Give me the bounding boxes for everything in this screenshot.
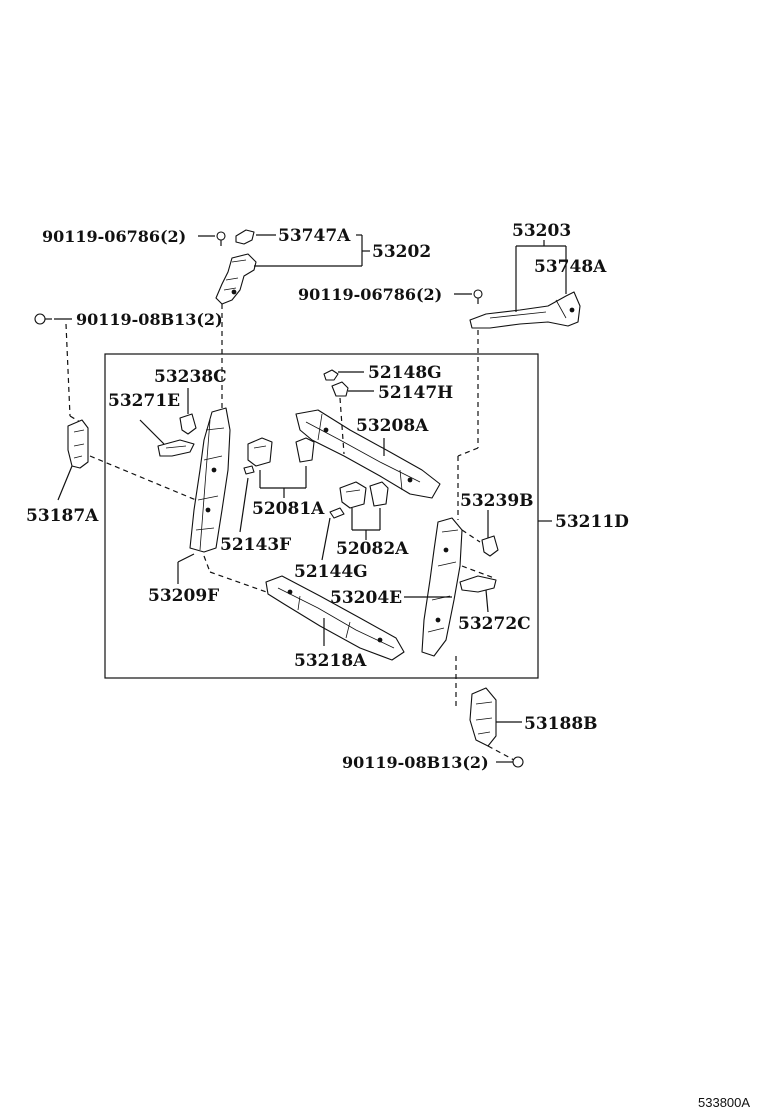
label-52147H: 52147H <box>378 383 453 403</box>
figure-code: 533800A <box>698 1095 750 1110</box>
bolt-icon <box>34 313 52 325</box>
label-53204E: 53204E <box>330 588 402 608</box>
upper-cross-member-part <box>295 409 441 499</box>
label-90119-06786-top: 90119-06786(2) <box>42 227 186 246</box>
bolt-icon <box>216 231 226 246</box>
side-panel-left-part <box>189 407 231 553</box>
label-53187A: 53187A <box>26 506 99 526</box>
label-52081A: 52081A <box>252 499 325 519</box>
label-52144G: 52144G <box>294 562 368 582</box>
side-brace-left-part <box>67 419 89 469</box>
bracket-53271E-part <box>157 439 195 457</box>
label-53188B: 53188B <box>524 714 598 734</box>
side-panel-right-part <box>421 517 463 657</box>
side-brace-right-part <box>469 687 497 747</box>
label-52143F: 52143F <box>220 535 291 555</box>
label-53238C: 53238C <box>154 367 227 387</box>
label-53239B: 53239B <box>460 491 534 511</box>
label-90119-06786-right: 90119-06786(2) <box>298 285 442 304</box>
label-52082A: 52082A <box>336 539 409 559</box>
label-53218A: 53218A <box>294 651 367 671</box>
label-53272C: 53272C <box>458 614 531 634</box>
label-53209F: 53209F <box>148 586 219 606</box>
label-53208A: 53208A <box>356 416 429 436</box>
bracket-53239B-part <box>481 535 499 557</box>
upper-support-right-part <box>469 291 581 329</box>
clip-52148G-part <box>323 369 339 381</box>
bracket-52082A-right-part <box>369 481 389 507</box>
bracket-53272C-part <box>459 575 497 593</box>
label-90119-08B13-bottom: 90119-08B13(2) <box>342 753 489 772</box>
assembly-frame <box>104 353 539 679</box>
label-53748A: 53748A <box>534 257 607 277</box>
label-53747A: 53747A <box>278 226 351 246</box>
label-53203: 53203 <box>512 221 571 241</box>
label-53211D: 53211D <box>555 512 629 532</box>
bracket-53238C-part <box>179 413 197 435</box>
bracket-52081A-left-part <box>247 437 273 467</box>
label-90119-08B13-top: 90119-08B13(2) <box>76 310 223 329</box>
clip-52147H-part <box>331 381 349 397</box>
clip-52144G-part <box>329 507 345 519</box>
upper-support-left-part <box>215 253 257 305</box>
bracket-52081A-right-part <box>295 437 315 463</box>
label-53271E: 53271E <box>108 391 180 411</box>
label-52148G: 52148G <box>368 363 442 383</box>
bracket-52082A-left-part <box>339 481 367 509</box>
bolt-icon <box>506 756 524 768</box>
bracket-53747A-part <box>235 229 255 245</box>
label-53202: 53202 <box>372 242 431 262</box>
bolt-icon <box>473 289 483 304</box>
lower-cross-member-part <box>265 575 405 661</box>
clip-52143F-part <box>243 465 255 475</box>
